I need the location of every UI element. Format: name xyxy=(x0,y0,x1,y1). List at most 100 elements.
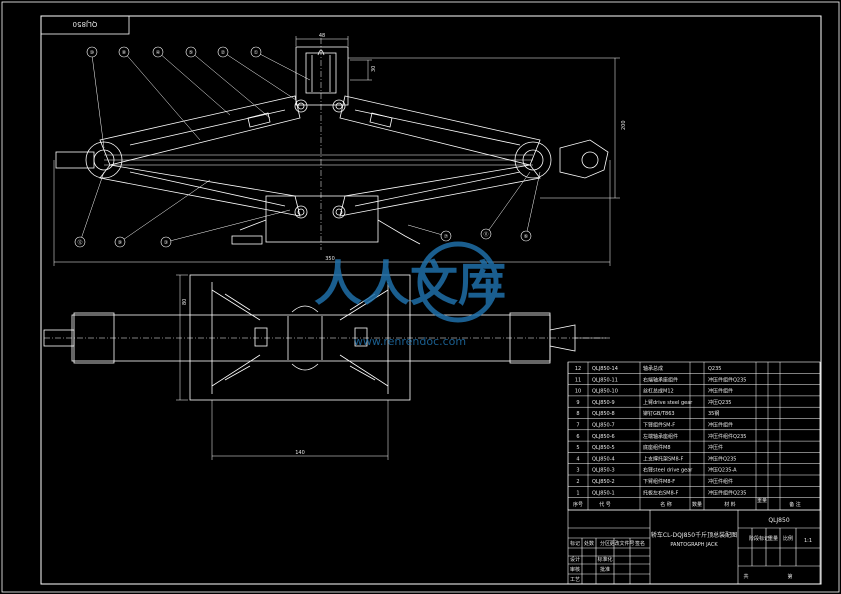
table-cell: 11 xyxy=(575,377,581,383)
svg-text:阶段标记: 阶段标记 xyxy=(749,535,769,542)
svg-text:签名: 签名 xyxy=(635,540,645,547)
balloons: ⑩ ⑧ ④ ⑤ ② ① ⑫ ⑨ ③ ⑦ ⑪ ⑥ xyxy=(74,46,532,248)
table-cell: 右端轴承座组件 xyxy=(643,376,678,383)
svg-text:处数: 处数 xyxy=(584,540,594,547)
code-box: QLJ850 xyxy=(40,15,130,35)
balloon: ① xyxy=(250,46,262,58)
svg-text:⑦: ⑦ xyxy=(444,234,449,240)
table-cell: 铆钉GB/T863 xyxy=(643,410,675,417)
table-cell: 上臂drive steel gear xyxy=(643,399,693,406)
table-cell: 冲压件组件Q235 xyxy=(708,433,746,440)
table-cell: 丝杠总成M12 xyxy=(643,388,674,395)
title-en: PANTOGRAPH JACK xyxy=(670,542,718,548)
svg-text:工艺: 工艺 xyxy=(570,577,580,583)
svg-text:①: ① xyxy=(254,50,259,56)
svg-text:重量: 重量 xyxy=(757,497,767,504)
dim-overall-length: 350 xyxy=(325,256,335,262)
svg-text:审核: 审核 xyxy=(570,566,580,573)
table-cell: 左端轴承座组件 xyxy=(643,433,678,440)
svg-text:⑨: ⑨ xyxy=(118,240,122,246)
title-block xyxy=(567,509,821,585)
front-view xyxy=(55,38,609,250)
balloon: ③ xyxy=(160,236,172,248)
table-row: 11 QLJ850-11 右端轴承座组件 冲压件组件Q235 xyxy=(575,376,747,383)
table-cell: 冲压件组件Q235 xyxy=(708,489,746,496)
table-row: 1 QLJ850-1 托板左右SM8-F 冲压件组件Q235 xyxy=(576,489,746,496)
watermark-url: www.renrendoc.com xyxy=(354,335,466,348)
parts-header: 序号 代 号 名 称 数量 材 料 重量 备 注 xyxy=(573,497,801,508)
svg-text:标记: 标记 xyxy=(570,540,580,547)
table-cell: 冲压Q235-A xyxy=(708,467,737,474)
balloon: ④ xyxy=(152,46,164,58)
svg-text:⑩: ⑩ xyxy=(90,50,95,56)
table-cell: QLJ850-9 xyxy=(592,400,615,406)
svg-text:材 料: 材 料 xyxy=(724,501,736,508)
svg-text:名 称: 名 称 xyxy=(660,501,672,508)
svg-text:②: ② xyxy=(221,50,226,56)
svg-text:备 注: 备 注 xyxy=(789,501,801,508)
svg-text:③: ③ xyxy=(164,240,168,246)
table-cell: 轴承总成 xyxy=(643,365,663,372)
svg-text:④: ④ xyxy=(156,50,161,56)
table-cell: 冲压件组件 xyxy=(708,478,733,485)
table-cell: 冲压Q235 xyxy=(708,399,731,406)
top-view xyxy=(43,274,610,401)
svg-text:更改文件号: 更改文件号 xyxy=(609,540,634,547)
table-cell: 冲压件Q235 xyxy=(708,455,736,462)
table-cell: 5 xyxy=(576,445,579,451)
svg-text:设计: 设计 xyxy=(570,556,580,563)
svg-text:比例: 比例 xyxy=(783,535,793,542)
table-cell: QLJ850-8 xyxy=(592,411,615,417)
title-row-labels: 标记 处数 分区 更改文件号 签名 设计 审核 工艺 标准化 批准 阶段标记 重… xyxy=(570,535,793,583)
svg-text:序号: 序号 xyxy=(573,501,583,508)
table-row: 3 QLJ850-3 右臂steel drive gear 冲压Q235-A xyxy=(576,467,737,474)
top-dimensions xyxy=(176,274,389,460)
svg-text:重量: 重量 xyxy=(768,535,778,542)
table-cell: 35钢 xyxy=(708,410,719,417)
sheet-label: 共 xyxy=(743,573,748,580)
dim-top-height: 30 xyxy=(371,66,377,72)
table-cell: 冲压件组件 xyxy=(708,388,733,395)
table-cell: 冲压件组件Q235 xyxy=(708,376,746,383)
table-cell: 托板左右SM8-F xyxy=(643,489,678,496)
drawing-number: QLJ850 xyxy=(768,517,789,524)
svg-text:分区: 分区 xyxy=(600,540,610,547)
table-cell: 12 xyxy=(575,366,581,372)
table-cell: QLJ850-1 xyxy=(592,490,615,496)
table-cell: QLJ850-11 xyxy=(592,377,618,383)
table-cell: 8 xyxy=(576,411,579,417)
table-cell: QLJ850-4 xyxy=(592,456,615,462)
inner-frame xyxy=(40,15,822,585)
table-cell: 7 xyxy=(576,423,579,429)
dim-base-depth: 80 xyxy=(182,299,188,305)
balloon: ⑧ xyxy=(118,46,130,58)
table-cell: 上支撑托架SM8-F xyxy=(643,455,683,462)
balloon: ⑦ xyxy=(440,230,452,242)
table-cell: 底座组件M8 xyxy=(643,444,671,451)
drawing-scale: 1:1 xyxy=(804,538,812,544)
table-cell: 冲压件 xyxy=(708,444,723,451)
table-cell: 6 xyxy=(576,434,579,440)
table-cell: 3 xyxy=(576,468,579,474)
balloon: ⑩ xyxy=(86,46,98,58)
table-cell: 右臂steel drive gear xyxy=(643,467,693,474)
front-dimensions xyxy=(53,36,620,266)
svg-text:⑥: ⑥ xyxy=(524,234,529,240)
balloon: ⑤ xyxy=(185,46,197,58)
table-cell: QLJ850-3 xyxy=(592,468,615,474)
svg-text:代 号: 代 号 xyxy=(599,501,611,508)
balloon-leaders xyxy=(79,51,541,243)
svg-text:⑫: ⑫ xyxy=(77,239,82,246)
table-cell: 1 xyxy=(576,490,579,496)
svg-text:批准: 批准 xyxy=(600,566,610,573)
table-cell: 冲压件组件 xyxy=(708,422,733,429)
balloon: ② xyxy=(217,46,229,58)
title-cn: 轿车CL-DQJ850千斤顶总装配图 xyxy=(651,531,737,539)
